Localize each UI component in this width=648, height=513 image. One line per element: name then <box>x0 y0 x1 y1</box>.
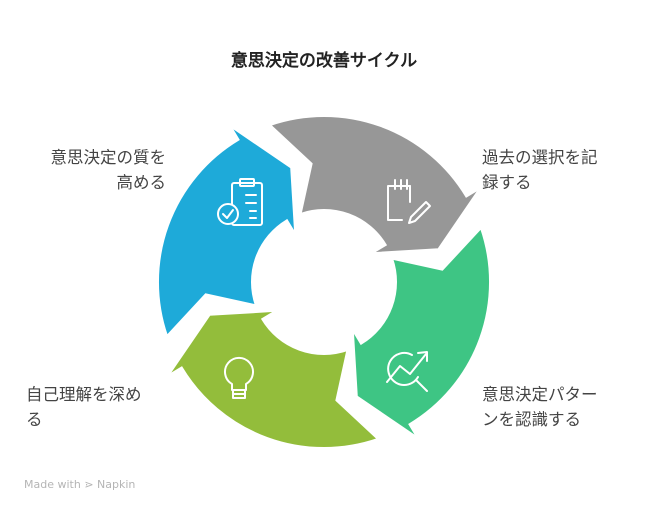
label-line: 自己理解を深め <box>26 385 142 404</box>
label-line: 意思決定の質を <box>50 148 167 167</box>
clipboard-check-icon <box>217 178 263 226</box>
label-recognize-patterns: 意思決定パター ンを認識する <box>482 382 598 432</box>
label-self-understanding: 自己理解を深め る <box>26 382 142 432</box>
trend-magnifier-icon <box>386 351 428 392</box>
segment-recognize-patterns <box>351 226 491 439</box>
segment-self-understanding <box>167 309 380 449</box>
segment-record-choices <box>268 115 481 255</box>
segment-improve-quality <box>157 125 297 338</box>
label-improve-quality: 意思決定の質を 高める <box>51 145 167 195</box>
label-record-choices: 過去の選択を記 録する <box>482 145 598 195</box>
label-line: る <box>26 410 43 429</box>
label-line: ンを認識する <box>482 410 581 429</box>
lightbulb-icon <box>224 356 254 399</box>
label-line: 意思決定パター <box>482 385 598 404</box>
napkin-watermark: Made with ⋗ Napkin <box>24 478 136 491</box>
label-line: 録する <box>482 173 532 192</box>
notepad-pencil-icon <box>387 179 431 224</box>
label-line: 過去の選択を記 <box>482 148 598 167</box>
diagram-title: 意思決定の改善サイクル <box>230 51 418 71</box>
label-line: 高める <box>116 173 167 192</box>
